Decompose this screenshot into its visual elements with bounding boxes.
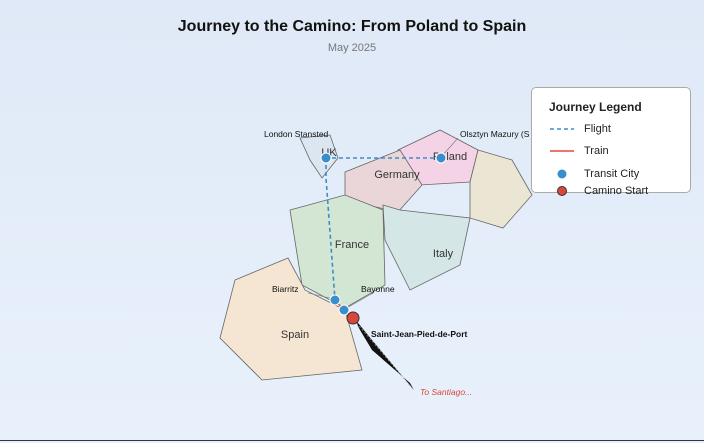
leader-olsztyn (441, 137, 459, 157)
legend: Journey Legend Flight Train Transit City… (531, 87, 692, 197)
legend-item-transit: Transit City (532, 167, 692, 181)
country-eastern (469, 149, 533, 229)
city-marker-bayonne[interactable] (338, 304, 350, 316)
city-label-london: London Stansted (264, 129, 329, 139)
legend-label-train: Train (584, 145, 609, 157)
legend-label-transit: Transit City (584, 168, 640, 180)
legend-item-camino: Camino Start (532, 184, 692, 198)
train-line-icon (550, 150, 574, 152)
city-marker-sjpdp[interactable] (346, 311, 360, 325)
country-label-germany: Germany (374, 169, 420, 181)
map-subtitle: May 2025 (327, 42, 377, 54)
legend-title: Journey Legend (549, 100, 642, 114)
country-label-france: France (335, 239, 369, 251)
flight-route-london-biarritz (325, 158, 336, 301)
leader-bayonne (344, 292, 374, 310)
leader-biarritz (307, 292, 335, 300)
country-uk (299, 134, 339, 179)
legend-label-camino: Camino Start (584, 185, 649, 197)
city-label-sjpdp: Saint-Jean-Pied-de-Port (371, 329, 468, 339)
country-label-italy: Italy (433, 248, 454, 260)
legend-item-train: Train (532, 144, 692, 158)
bottom-border (0, 440, 704, 441)
santiago-arrow (354, 318, 414, 390)
city-label-bayonne: Bayonne (361, 284, 395, 294)
country-italy (382, 204, 471, 291)
transit-dot-icon (557, 169, 567, 179)
legend-item-flight: Flight (532, 122, 692, 136)
camino-dot-icon (557, 186, 567, 196)
city-marker-london[interactable] (320, 152, 332, 164)
city-marker-biarritz[interactable] (329, 294, 341, 306)
route-note-santiago: To Santiago... (420, 387, 472, 397)
city-marker-olsztyn[interactable] (435, 152, 447, 164)
country-label-spain: Spain (281, 329, 309, 341)
legend-label-flight: Flight (584, 123, 611, 135)
city-label-olsztyn: Olsztyn Mazury (S (460, 129, 530, 139)
flight-line-icon (550, 128, 574, 130)
city-label-biarritz: Biarritz (272, 284, 298, 294)
santiago-trail (353, 319, 414, 390)
country-spain (219, 257, 363, 381)
map-title: Journey to the Camino: From Poland to Sp… (177, 18, 527, 35)
